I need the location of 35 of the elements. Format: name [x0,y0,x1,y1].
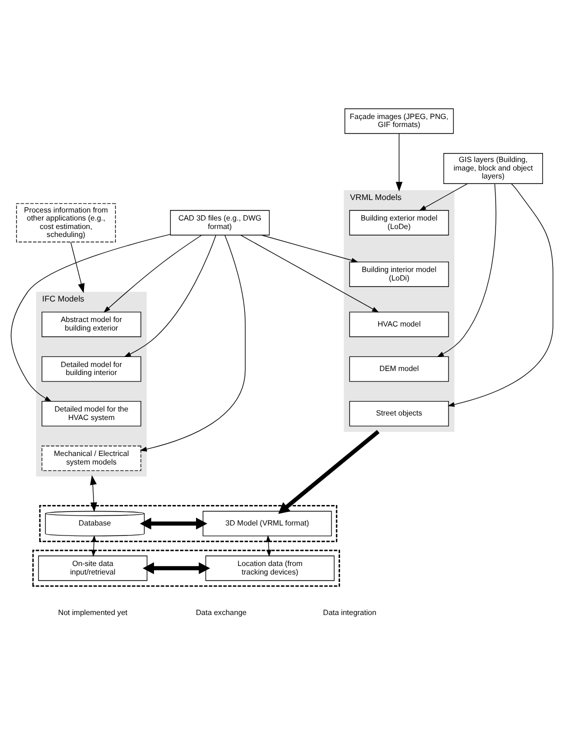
node-box: Location data (from tracking devices) [205,556,335,581]
node-box: Detailed model for building interior [42,356,142,382]
arrow [278,430,380,514]
node-box: Building exterior model (LoDe) [349,210,449,236]
arrow [396,133,402,192]
legend-label: Data exchange [196,608,247,617]
node-box: Mechanical / Electrical system models [42,446,142,472]
node-box: Process information from other applications (e.g., cost estimation, scheduling) [16,203,116,242]
arrow [240,234,379,312]
node-box: DEM model [349,356,449,382]
arrow [448,183,554,407]
node-box: Abstract model for building exterior [42,312,142,338]
arrow [419,183,468,211]
arrow [261,234,358,263]
node-box: 3D Model (VRML format) [202,510,332,536]
node-box: GIS layers (Building, image, block and object layers) [443,153,543,184]
node-box: Building interior model (LoDi) [349,262,449,287]
legend-label: Not implemented yet [58,608,128,617]
node-box: Detailed model for the HVAC system [42,401,142,426]
arrow [140,234,246,452]
arrow [70,242,85,294]
arrow [142,562,210,574]
arrow [266,535,272,557]
arrow [90,475,98,512]
node-box: HVAC model [349,312,449,338]
node-box: Street objects [349,401,449,426]
arrow [104,234,202,313]
arrow [124,234,216,357]
arrow [10,234,171,402]
arrow [436,183,496,358]
arrow [140,518,208,530]
legend-label: Data integration [323,608,376,617]
node-box: On-site data input/retrieval [38,556,148,581]
node-box: Façade images (JPEG, PNG, GIF formats) [344,108,454,134]
node-box: CAD 3D files (e.g., DWG format) [170,210,270,236]
